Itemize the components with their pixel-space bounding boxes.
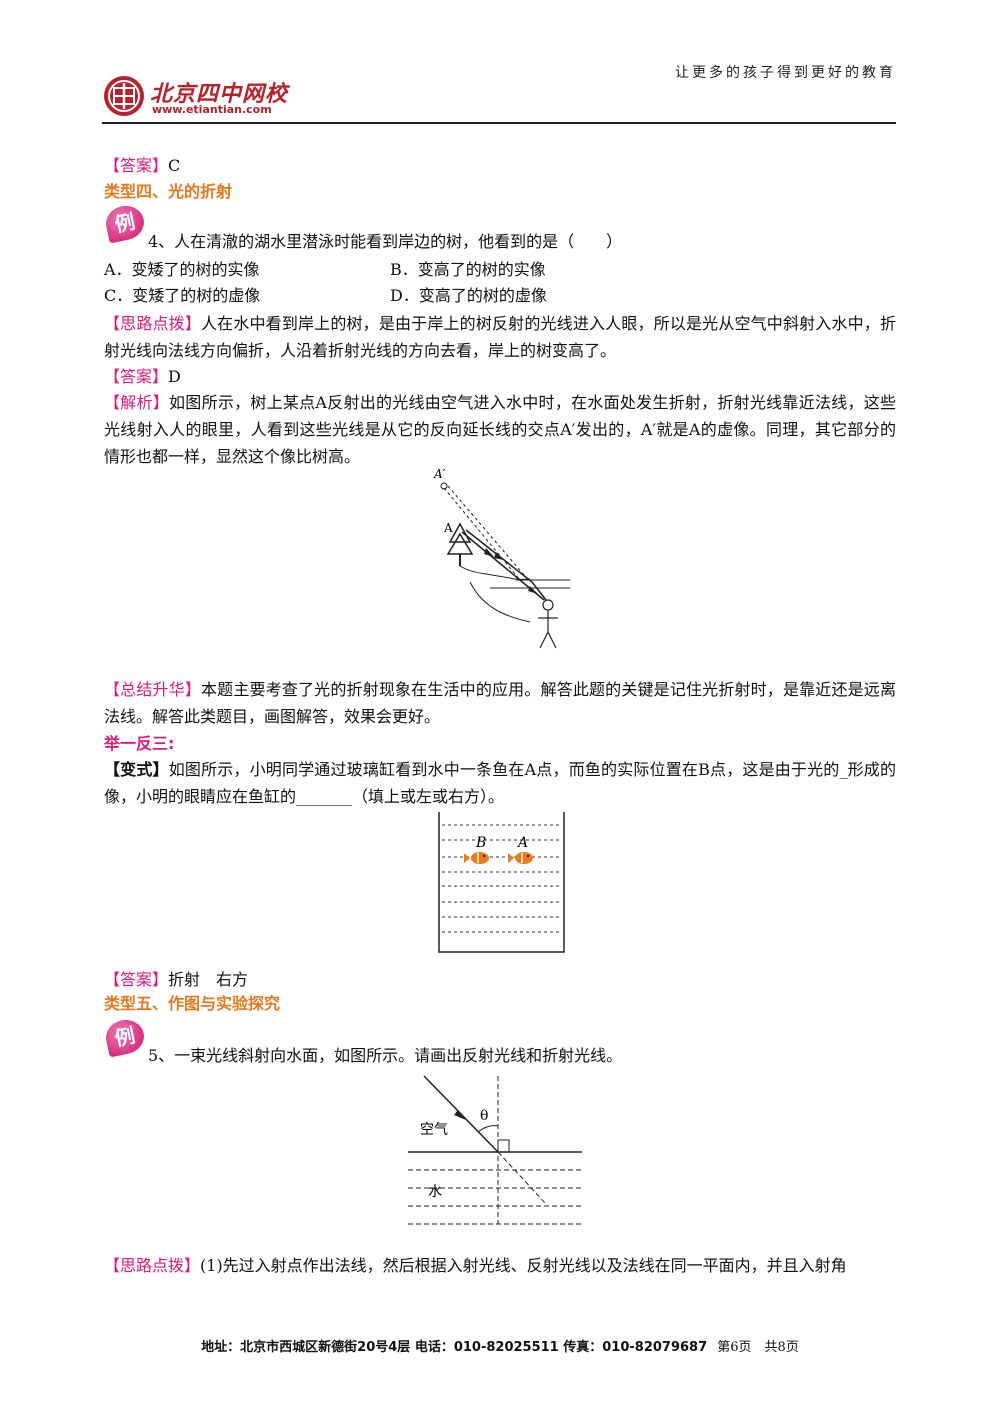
example-badge: 例	[102, 1016, 148, 1058]
option-b: B．变高了的树的实像	[390, 260, 546, 279]
summary-tag: 【总结升华】	[104, 680, 201, 699]
answer-value: C	[168, 156, 181, 175]
fish-tank-figure: B A	[438, 812, 565, 953]
summary-text: 本题主要考查了光的折射现象在生活中的应用。解答此题的关键是记住光折射时，是靠近还…	[104, 680, 896, 726]
hint-tag: 【思路点拨】	[104, 314, 201, 333]
label-water: 水	[428, 1184, 442, 1200]
label-b: B	[475, 835, 486, 851]
analysis-tag: 【解析】	[104, 393, 170, 412]
slogan: 让更多的孩子得到更好的教育	[675, 65, 896, 81]
extension-line	[443, 487, 521, 581]
variant-text: 如图所示，小明同学通过玻璃缸看到水中一条鱼在A点，而鱼的实际位置在B点，这是由于…	[104, 760, 896, 806]
label-theta: θ	[480, 1108, 488, 1124]
label-a: A	[443, 521, 453, 535]
hint-4: 【思路点拨】人在水中看到岸上的树，是由于岸上的树反射的光线进入人眼，所以是光从空…	[104, 310, 896, 364]
label-a-prime: A′	[433, 467, 446, 481]
summary-4: 【总结升华】本题主要考查了光的折射现象在生活中的应用。解答此题的关键是记住光折射…	[104, 676, 896, 730]
footer: 地址：北京市西城区新德街20号4层 电话：010-82025511 传真：010…	[0, 1336, 1000, 1355]
extension-line	[497, 1151, 547, 1205]
answer-3: 【答案】C	[104, 156, 180, 176]
header: 北京四中网校 www.etiantian.com 让更多的孩子得到更好的教育	[0, 0, 1000, 130]
answer-tag: 【答案】	[104, 156, 169, 175]
answer-tag: 【答案】	[104, 970, 169, 989]
logo-text: 北京四中网校	[150, 81, 289, 107]
bank-outline	[469, 581, 531, 623]
fish-b	[464, 852, 489, 864]
section-heading-type5: 类型五、作图与实验探究	[104, 994, 281, 1013]
label-a: A	[516, 835, 528, 851]
refracted-ray	[531, 581, 547, 601]
bank-outline	[459, 565, 531, 580]
example-badge: 例	[102, 202, 148, 244]
answer-value: 折射 右方	[168, 970, 249, 989]
logo-emblem	[104, 76, 144, 116]
reflection-refraction-figure: θ 空气 水	[408, 1075, 582, 1225]
section-heading-type4: 类型四、光的折射	[104, 182, 233, 201]
hint-text: 人在水中看到岸上的树，是由于岸上的树反射的光线进入人眼，所以是光从空气中斜射入水…	[104, 314, 896, 360]
hint-text: (1)先过入射点作出法线，然后根据入射光线、反射光线以及法线在同一平面内，并且入…	[200, 1256, 847, 1275]
angle-arc	[477, 1125, 499, 1133]
question-4-stem: 4、人在清澈的湖水里潜泳时能看到岸边的树，他看到的是（ ）	[148, 232, 623, 251]
footer-page: 第6页 共8页	[717, 1340, 799, 1355]
analysis-4: 【解析】如图所示，树上某点A反射出的光线由空气进入水中时，在水面处发生折射，折射…	[104, 389, 896, 470]
answer-variant: 【答案】折射 右方	[104, 970, 248, 990]
label-air: 空气	[420, 1122, 448, 1138]
right-angle-mark	[497, 1139, 510, 1153]
answer-4: 【答案】D	[104, 367, 181, 387]
option-c: C．变矮了的树的虚像	[104, 286, 261, 305]
tree-shape	[448, 522, 472, 543]
option-d: D．变高了的树的虚像	[390, 286, 547, 305]
fish-a	[508, 852, 533, 864]
option-a: A．变矮了的树的实像	[104, 260, 260, 279]
header-rule	[102, 122, 896, 124]
refraction-tree-figure: A′ A	[433, 467, 570, 649]
person-head	[542, 599, 554, 611]
analysis-text: 如图所示，树上某点A反射出的光线由空气进入水中时，在水面处发生折射，折射光线靠近…	[104, 393, 896, 466]
virtual-point	[440, 482, 448, 490]
footer-address: 地址：北京市西城区新德街20号4层 电话：010-82025511 传真：010…	[201, 1340, 708, 1355]
logo-url: www.etiantian.com	[152, 103, 272, 116]
tank-outline	[438, 812, 565, 953]
answer-tag: 【答案】	[104, 367, 169, 386]
extend-heading: 举一反三:	[104, 734, 175, 753]
variant: 【变式】如图所示，小明同学通过玻璃缸看到水中一条鱼在A点，而鱼的实际位置在B点，…	[104, 756, 896, 810]
question-5-stem: 5、一束光线斜射向水面，如图所示。请画出反射光线和折射光线。	[148, 1046, 623, 1065]
hint-tag: 【思路点拨】	[104, 1256, 201, 1275]
hint-5: 【思路点拨】(1)先过入射点作出法线，然后根据入射光线、反射光线以及法线在同一平…	[104, 1256, 847, 1276]
variant-tag: 【变式】	[104, 760, 169, 779]
answer-value: D	[168, 367, 181, 386]
